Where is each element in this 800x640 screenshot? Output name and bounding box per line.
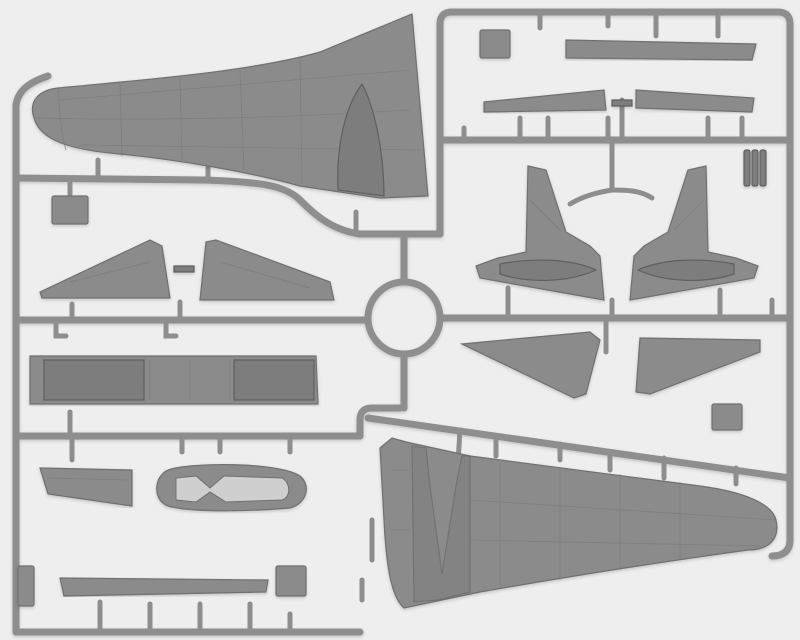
flap-bottom [59,577,269,597]
vertical-stabilizer-left [475,165,605,301]
flap-top-right [635,89,755,113]
flap-top-left [483,89,607,113]
cockpit-floor [29,355,319,405]
horizontal-stabilizers [39,239,761,399]
vertical-stabilizer-right [629,165,759,301]
sprue-runners [12,8,794,636]
sprue-gates [53,9,775,635]
exhaust-stacks [743,149,767,187]
aileron-top [565,39,757,61]
small-parts [17,29,767,607]
left-wing-upper [31,13,429,199]
canopy [156,464,307,512]
right-wing-lower [379,437,778,609]
flap-left [39,467,133,507]
